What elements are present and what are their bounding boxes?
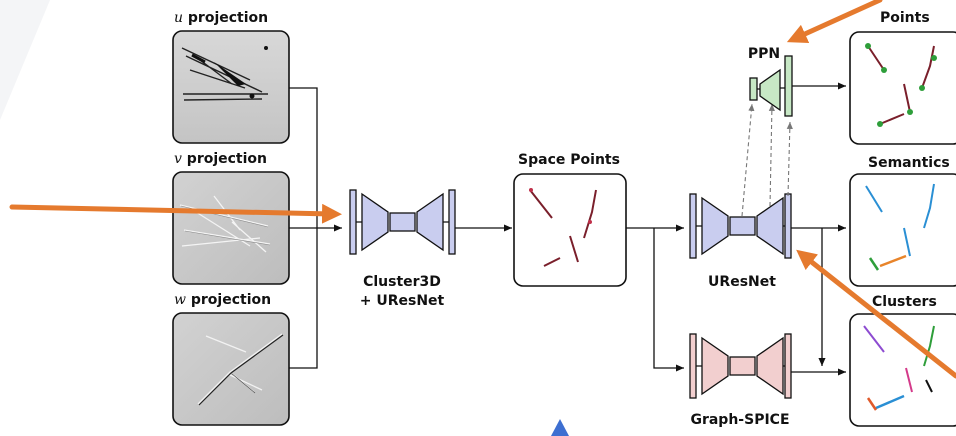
- space-points-panel: [513, 173, 627, 287]
- ppn-skip-dashed-1: [741, 103, 755, 217]
- points-title: Points: [880, 10, 930, 26]
- ppn-skip-dashed-3: [786, 121, 793, 197]
- spacepoints-to-graphspice-arrow: [653, 228, 684, 372]
- graph-spice-label: Graph-SPICE: [690, 412, 789, 428]
- cursor-pointer-icon: [551, 419, 569, 436]
- cluster3d-network: [349, 189, 456, 255]
- annotation-arrow-cluster3d: [9, 203, 342, 224]
- clusters-panel: [849, 313, 956, 427]
- uresnet-label: UResNet: [708, 274, 776, 290]
- semantics-panel: [849, 173, 956, 287]
- w-projection-image: [172, 312, 290, 426]
- ppn-label: PPN: [748, 46, 780, 62]
- annotation-arrow-uresnet: [796, 249, 956, 379]
- v-projection-title: v projection: [174, 151, 267, 167]
- clusters-title: Clusters: [872, 294, 937, 310]
- semantics-title: Semantics: [868, 155, 950, 171]
- cluster3d-label-line1: Cluster3D: [363, 274, 441, 290]
- background-sweep: [0, 0, 50, 120]
- uresnet-network: [689, 193, 792, 259]
- u-projection-image: [172, 30, 290, 144]
- cluster3d-label-line2: + UResNet: [360, 293, 445, 309]
- ppn-skip-dashed-2: [768, 103, 775, 207]
- space-points-title: Space Points: [518, 152, 620, 168]
- points-panel: [849, 31, 956, 145]
- graph-spice-network: [689, 333, 792, 399]
- u-projection-title: u projection: [174, 10, 268, 26]
- annotation-arrow-ppn: [786, 0, 883, 43]
- ppn-network: [749, 55, 793, 117]
- w-projection-title: w projection: [174, 292, 271, 308]
- v-projection-image: [172, 171, 290, 285]
